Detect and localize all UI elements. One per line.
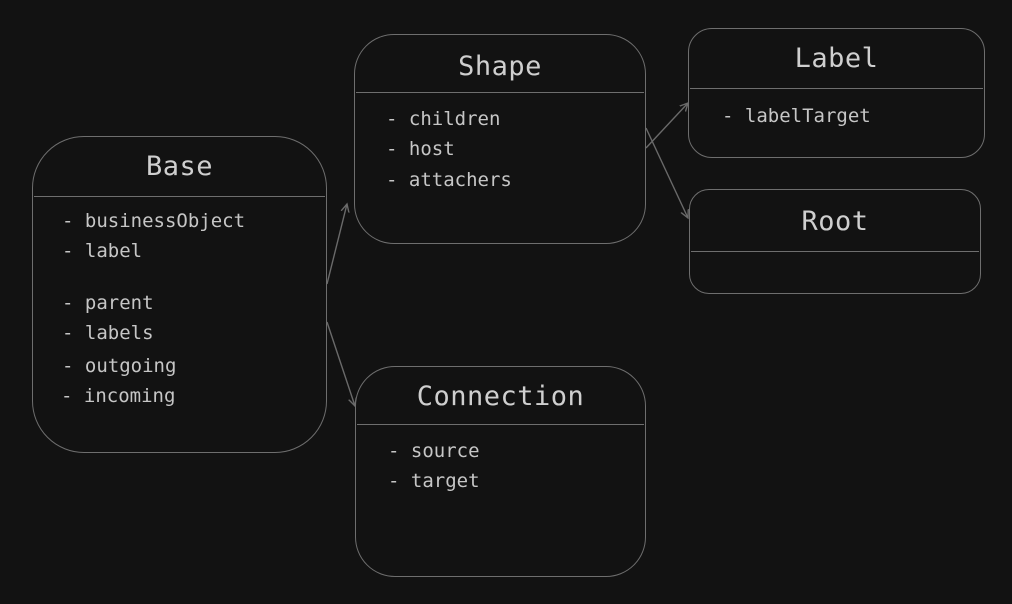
node-root[interactable]: Root <box>689 189 981 294</box>
node-label[interactable]: Label - labelTarget <box>688 28 985 158</box>
node-attribute: - source <box>388 440 480 462</box>
node-attribute: - host <box>386 138 455 160</box>
node-attribute: - incoming <box>61 385 176 407</box>
node-divider <box>34 196 325 197</box>
edge-base-to-connection <box>326 321 355 406</box>
node-divider <box>690 88 983 89</box>
node-attribute: - labels <box>62 322 154 344</box>
node-connection[interactable]: Connection - source - target <box>355 366 646 577</box>
node-title: Label <box>794 43 879 74</box>
node-attribute: - parent <box>62 292 154 314</box>
node-base[interactable]: Base - businessObject - label - parent -… <box>32 136 327 453</box>
node-title: Base <box>145 151 214 182</box>
node-attribute: - target <box>388 470 480 492</box>
edge-shape-to-label <box>645 103 688 149</box>
edge-shape-to-root <box>645 127 688 218</box>
node-attribute: - outgoing <box>62 355 177 377</box>
node-title: Root <box>801 206 869 237</box>
node-title: Connection <box>416 381 585 412</box>
node-attribute: - label <box>62 240 143 262</box>
node-title: Shape <box>458 51 542 82</box>
node-divider <box>357 424 644 425</box>
node-attribute: - businessObject <box>62 210 246 232</box>
node-attribute: - labelTarget <box>722 105 871 127</box>
node-divider <box>691 251 979 252</box>
node-attribute: - attachers <box>386 169 512 191</box>
node-attribute: - children <box>386 108 501 130</box>
node-divider <box>356 92 644 93</box>
edge-base-to-shape <box>326 204 347 285</box>
node-shape[interactable]: Shape - children - host - attachers <box>354 34 646 244</box>
